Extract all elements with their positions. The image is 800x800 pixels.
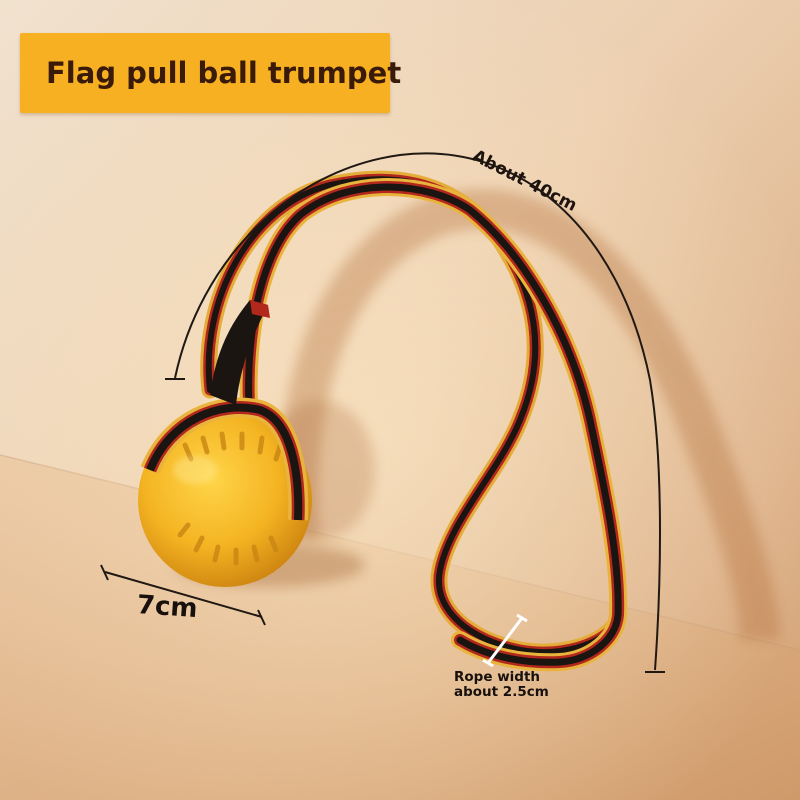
rope-width-label: Rope width about 2.5cm <box>454 669 549 700</box>
ball-dimension-line <box>100 564 266 626</box>
rope-front-strand <box>239 178 628 672</box>
rope-width-marker <box>482 613 528 668</box>
title-text: Flag pull ball trumpet <box>46 56 402 90</box>
title-banner: Flag pull ball trumpet <box>20 33 401 113</box>
rope-back-strand <box>200 170 624 661</box>
rope-shadow <box>278 189 780 641</box>
ball-size-label: 7cm <box>135 590 199 625</box>
length-dimension-arc <box>165 152 665 673</box>
ball <box>138 413 312 587</box>
ball-strap <box>140 300 309 521</box>
